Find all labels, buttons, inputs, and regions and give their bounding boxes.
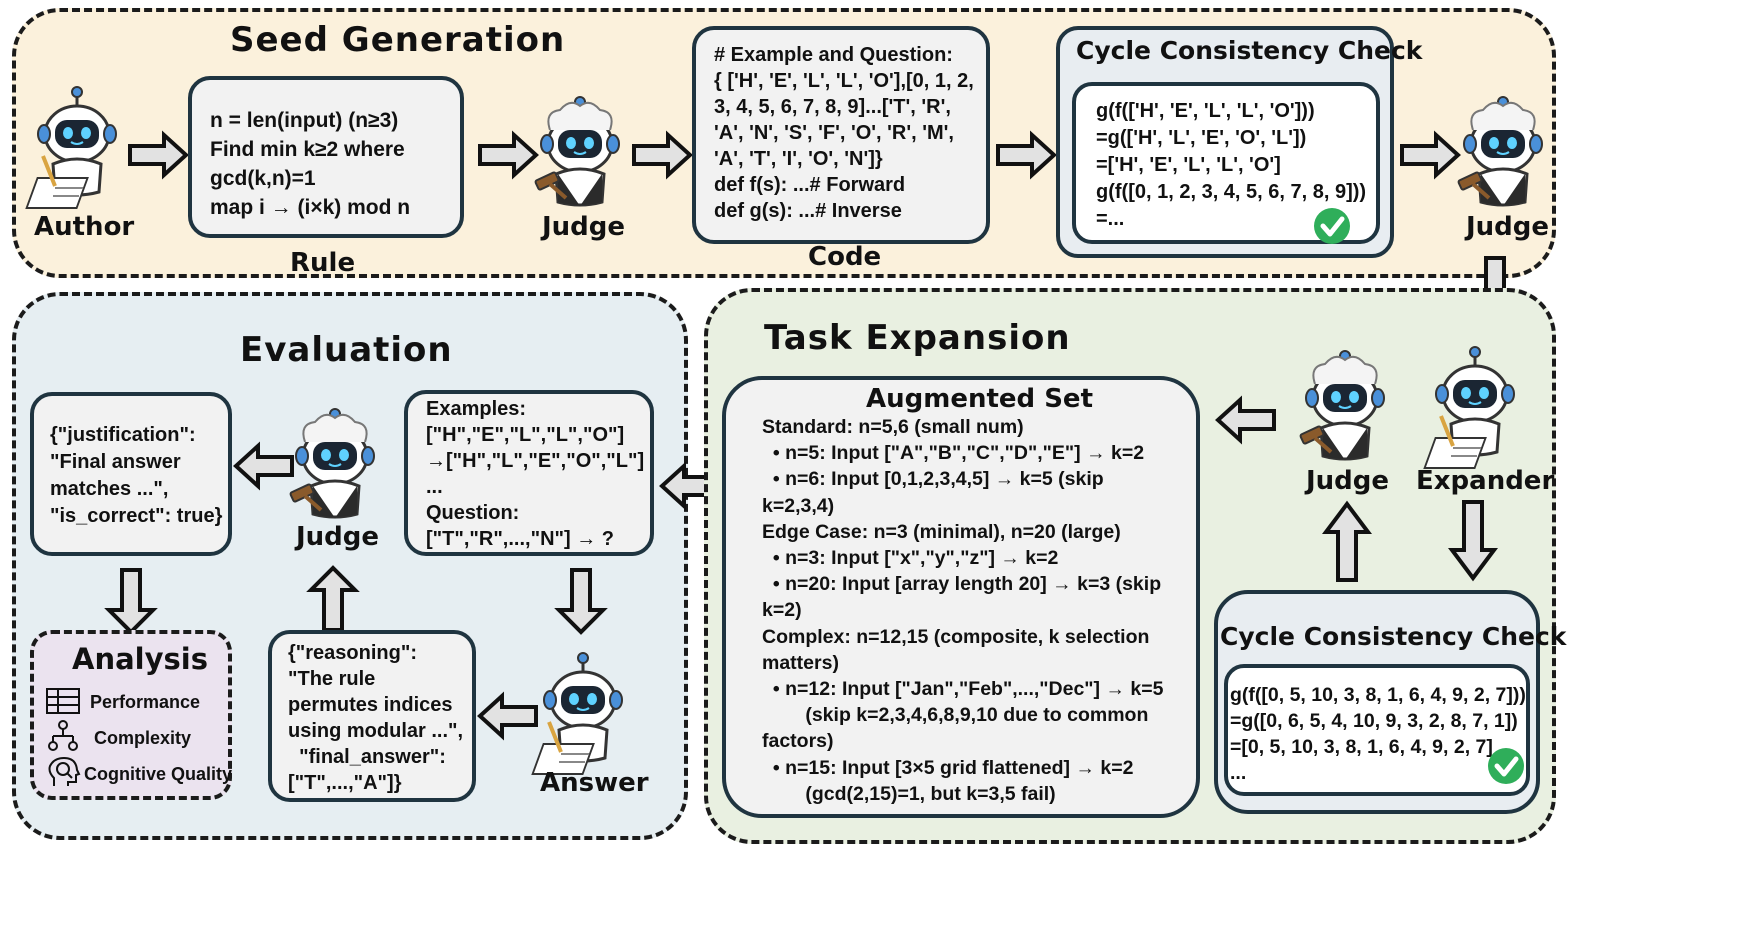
expander-robot-icon — [1422, 345, 1516, 470]
justification-text: {"justification": "Final answer matches … — [50, 424, 223, 527]
seed-generation-title: Seed Generation — [230, 20, 566, 60]
code-label: Code — [808, 242, 882, 272]
judge-label: Judge — [1306, 466, 1390, 496]
evaluation-title: Evaluation — [240, 330, 453, 370]
augmented-set-title: Augmented Set — [866, 384, 1093, 414]
author-robot-icon — [24, 85, 118, 210]
check-icon — [1312, 206, 1352, 246]
analysis-item-complexity: Complexity — [94, 728, 192, 748]
answer-robot-icon — [530, 651, 624, 776]
analysis-item-cognitive-quality: Cognitive Quality — [84, 764, 233, 784]
hierarchy-icon — [48, 720, 78, 751]
expansion-cycle-check-title: Cycle Consistency Check — [1220, 622, 1567, 651]
reasoning-text: {"reasoning": "The rule permutes indices… — [288, 642, 464, 794]
arrow-right-icon — [996, 133, 1056, 177]
augmented-set-box — [722, 376, 1200, 818]
judge-label: Judge — [296, 522, 380, 552]
rule-text: n = len(input) (n≥3) Find min k≥2 where … — [210, 109, 411, 219]
arrow-up-icon — [309, 566, 357, 632]
arrow-up-icon — [1322, 500, 1372, 582]
justification-box — [30, 392, 232, 556]
analysis-box — [30, 630, 232, 800]
judge-robot-icon — [1297, 349, 1386, 462]
code-text: # Example and Question: { ['H', 'E', 'L'… — [714, 44, 974, 222]
check-icon — [1486, 746, 1526, 786]
table-icon — [46, 688, 80, 714]
analysis-item-performance: Performance — [90, 692, 201, 712]
arrow-down-icon — [1448, 500, 1498, 582]
expansion-cycle-check-inner — [1224, 664, 1530, 796]
augmented-set-text: Standard: n=5,6 (small num) • n=5: Input… — [762, 416, 1164, 805]
rule-box — [188, 76, 464, 238]
expansion-cycle-check-text: g(f([0, 5, 10, 3, 8, 1, 6, 4, 9, 2, 7]))… — [1230, 684, 1526, 784]
judge-robot-icon — [1455, 95, 1544, 208]
task-expansion-title: Task Expansion — [764, 318, 1071, 358]
examples-box — [404, 390, 654, 556]
analysis-title: Analysis — [72, 642, 208, 676]
judge-label: Judge — [1466, 212, 1550, 242]
rule-label: Rule — [290, 248, 356, 278]
seed-cycle-check-title: Cycle Consistency Check — [1076, 36, 1423, 65]
judge-robot-icon — [532, 95, 621, 208]
seed-cycle-check-text: g(f(['H', 'E', 'L', 'L', 'O'])) =g(['H',… — [1096, 100, 1367, 230]
arrow-right-icon — [128, 133, 188, 177]
examples-text: Examples: ["H","E","L","L","O"] →["H","L… — [426, 398, 645, 550]
expander-label: Expander — [1416, 466, 1555, 496]
arrow-down-icon — [557, 568, 605, 634]
code-box — [692, 26, 990, 244]
judge-label: Judge — [542, 212, 626, 242]
reasoning-box — [268, 630, 476, 802]
arrow-left-icon — [1216, 398, 1276, 442]
arrow-right-icon — [632, 133, 692, 177]
author-label: Author — [34, 212, 135, 242]
judge-robot-icon — [287, 407, 376, 520]
brain-icon — [48, 756, 81, 786]
answer-label: Answer — [540, 768, 649, 798]
arrow-down-icon — [107, 568, 155, 634]
